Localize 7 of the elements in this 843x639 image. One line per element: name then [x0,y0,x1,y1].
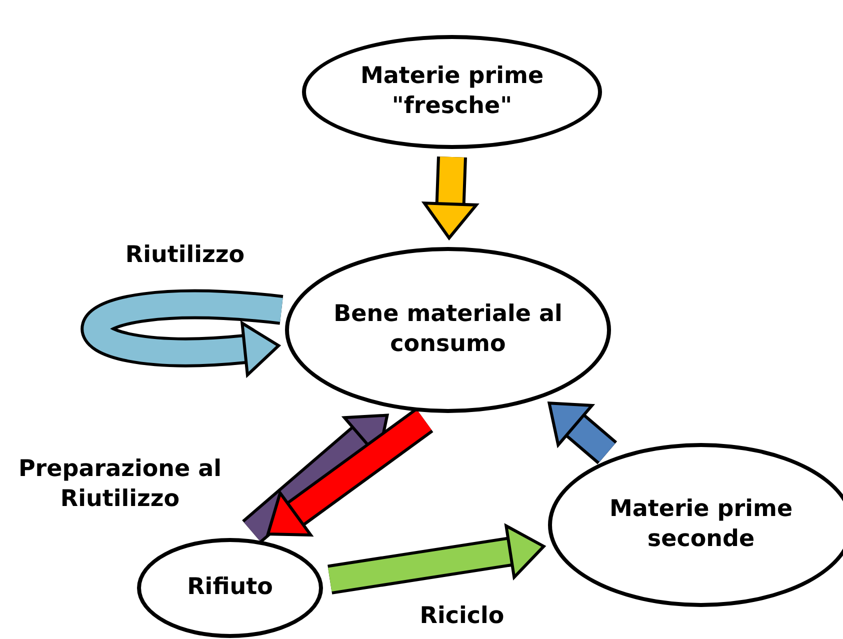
node-label: Bene materiale al consumo [332,300,564,359]
edge-label: Riutilizzo [124,241,246,270]
edge-label: Preparazione al Riutilizzo [17,455,223,514]
node-label: Rifiuto [186,573,274,602]
edge-label: Riciclo [418,602,506,632]
node-label: Materie prime seconde [608,495,794,554]
node-label: Materie prime "fresche" [359,62,545,121]
